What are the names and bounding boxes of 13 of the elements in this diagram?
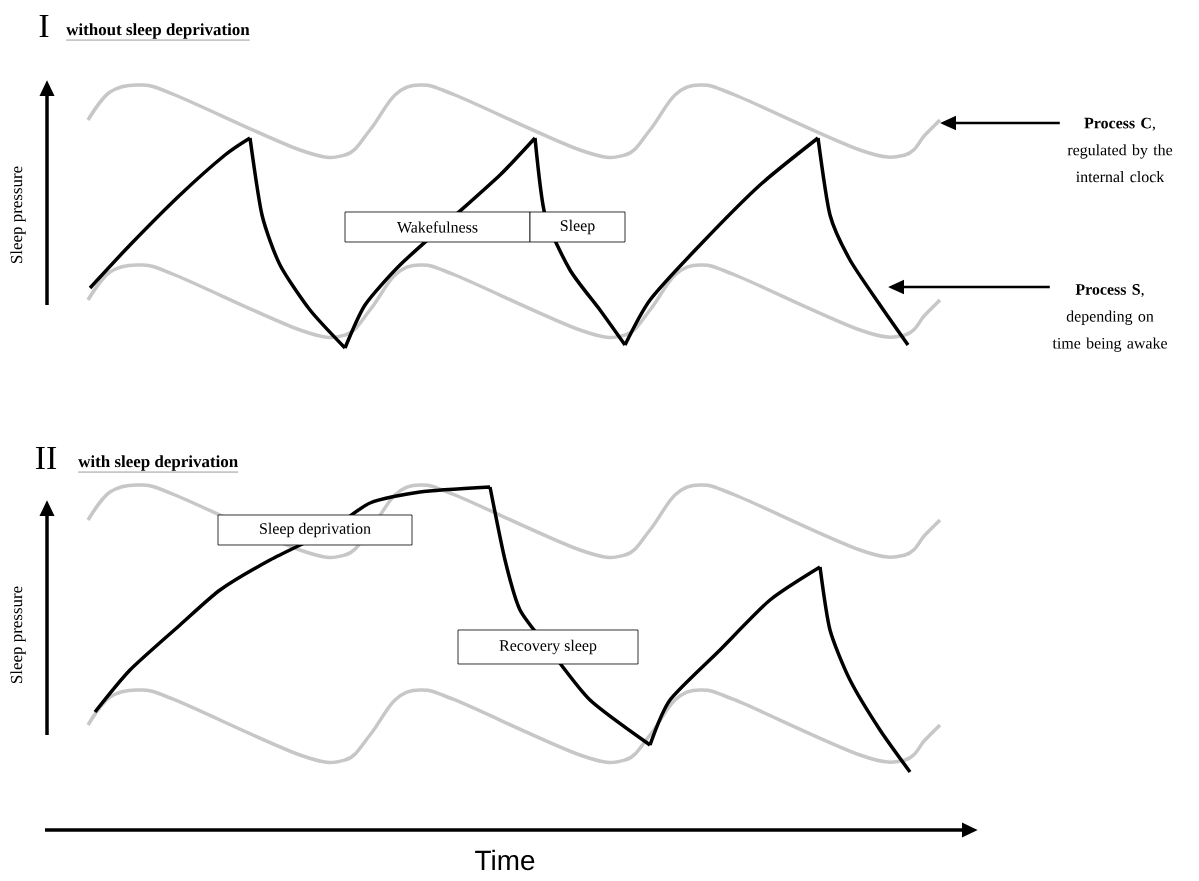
section-heading: without sleep deprivation (66, 23, 250, 41)
section-heading: with sleep deprivation (78, 455, 239, 473)
section-numeral: II (35, 446, 57, 470)
circadian-curve (86, 83, 942, 160)
sleep-pressure-curve (88, 136, 910, 350)
label-box: Recovery sleep (457, 629, 639, 665)
axis-label: Sleep pressure (10, 166, 26, 263)
process-label: Process S, depending on time being awake (1052, 284, 1167, 352)
label-box: Sleep deprivation (217, 514, 413, 546)
axis-label: Sleep pressure (10, 586, 26, 683)
process-label: Process C, regulated by the internal clock (1067, 117, 1173, 183)
section-numeral: I (39, 14, 49, 38)
axis-label: Time (475, 849, 535, 871)
